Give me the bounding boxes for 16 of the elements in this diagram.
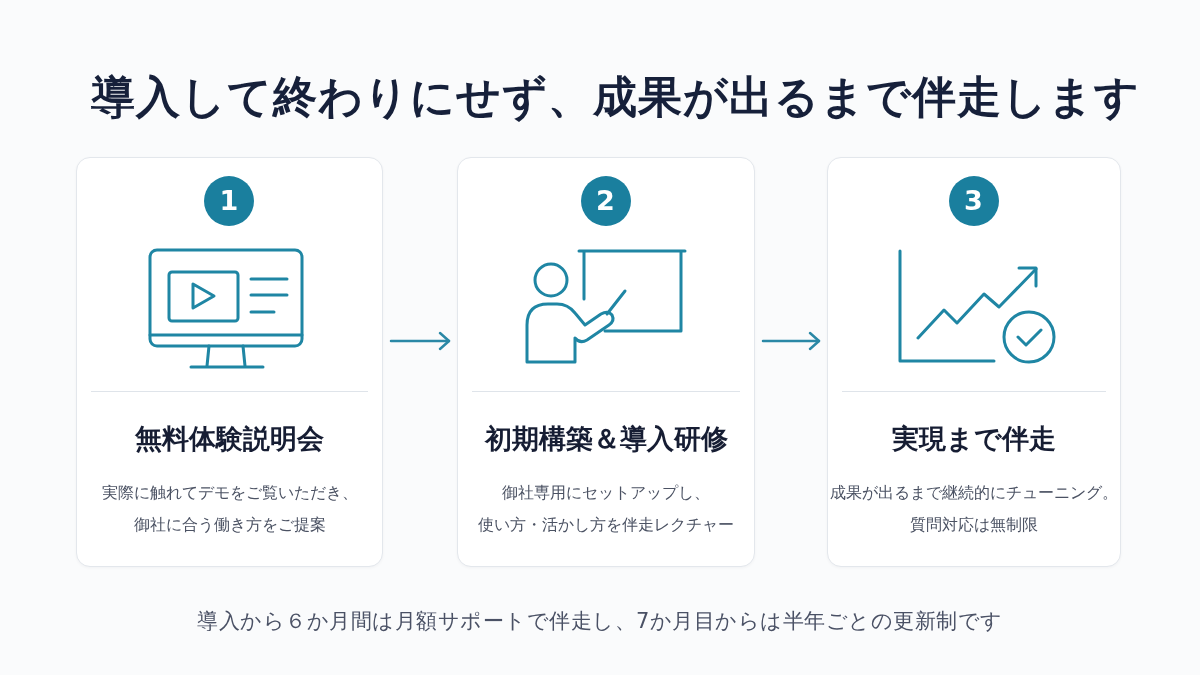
- step-description: 実際に触れてデモをご覧いただき、御社に合う働き方をご提案: [101, 483, 358, 536]
- step-number: 2: [580, 176, 631, 226]
- step-description: 御社専用にセットアップし、使い方・活かし方を伴走レクチャー: [477, 483, 735, 536]
- arrow: [761, 331, 821, 351]
- title: 導入して終わりにせず、成果が出るまで伴走します: [89, 70, 1141, 124]
- step-card: [457, 157, 755, 567]
- step-card: [76, 157, 383, 567]
- step-card: [827, 157, 1121, 567]
- step-heading: 無料体験説明会: [134, 422, 325, 456]
- step-number: 1: [204, 176, 254, 226]
- step-number: 3: [948, 176, 999, 226]
- step-heading: 初期構築＆導入研修: [483, 422, 729, 456]
- step-heading: 実現まで伴走: [891, 422, 1057, 456]
- arrow: [389, 331, 451, 351]
- footnote: 導入から６か月間は月額サポートで伴走し、7か月目からは半年ごとの更新制です: [196, 608, 1004, 635]
- step-description: 成果が出るまで継続的にチューニング。質問対応は無制限: [829, 483, 1119, 536]
